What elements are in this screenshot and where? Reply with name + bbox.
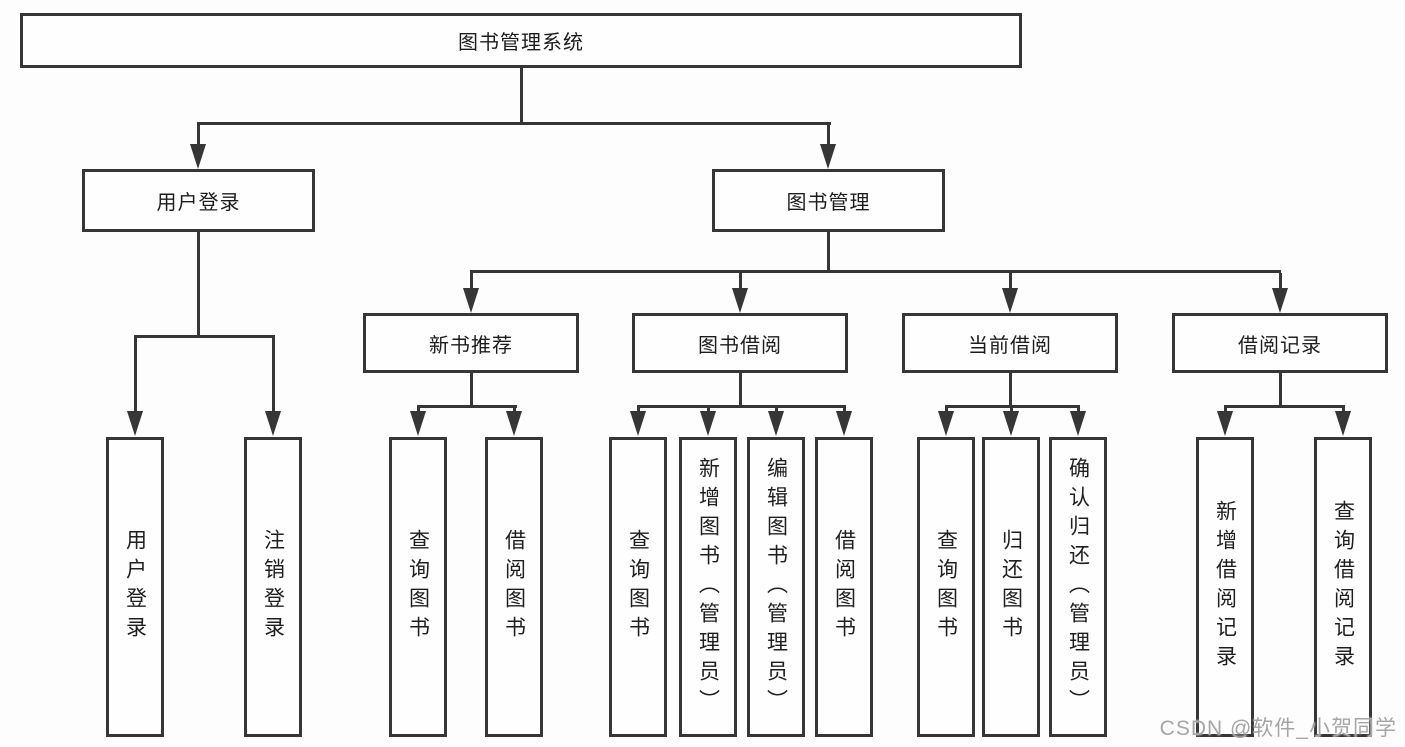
arrowhead-icon (506, 411, 522, 436)
node-label: 归还图书 (999, 529, 1023, 645)
leaf-query-books-current: 查询图书 (917, 437, 975, 737)
leaf-user-login: 用户登录 (106, 437, 164, 737)
arrowhead-icon (1335, 411, 1351, 436)
arrowhead-icon (1002, 288, 1018, 313)
connector-line (1279, 373, 1282, 408)
connector-line (827, 232, 830, 273)
connector-line (197, 232, 200, 338)
arrowhead-icon (127, 411, 143, 436)
connector-line (417, 405, 517, 408)
leaf-query-borrow-record: 查询借阅记录 (1314, 437, 1372, 737)
node-label: 新增借阅记录 (1213, 500, 1237, 674)
node-label: 新增图书（管理员） (696, 456, 720, 718)
connector-line (520, 68, 523, 125)
watermark: CSDN @软件_小贺同学 (1159, 717, 1397, 740)
arrowhead-icon (265, 411, 281, 436)
connector-line (197, 125, 200, 147)
node-label: 确认归还（管理员） (1066, 456, 1090, 718)
arrowhead-icon (820, 144, 836, 169)
arrowhead-icon (630, 411, 646, 436)
arrowhead-icon (1003, 411, 1019, 436)
node-label: 查询图书 (406, 529, 430, 645)
connector-line (1009, 273, 1012, 291)
connector-line (470, 270, 1281, 273)
connector-line (470, 373, 473, 408)
leaf-return-books: 归还图书 (982, 437, 1040, 737)
node-book-management: 图书管理 (712, 169, 945, 232)
leaf-borrow-books-recommend: 借阅图书 (485, 437, 543, 737)
node-label: 借阅图书 (502, 529, 526, 645)
node-label: 借阅记录 (1238, 334, 1322, 357)
leaf-query-books-borrowing: 查询图书 (609, 437, 667, 737)
node-label: 查询图书 (626, 529, 650, 645)
node-borrowing-records: 借阅记录 (1172, 313, 1388, 373)
node-label: 用户登录 (123, 529, 147, 645)
arrowhead-icon (1217, 411, 1233, 436)
arrowhead-icon (768, 411, 784, 436)
node-label: 图书管理 (786, 192, 871, 214)
arrowhead-icon (836, 411, 852, 436)
node-label: 图书借阅 (698, 334, 782, 357)
arrowhead-icon (938, 411, 954, 436)
leaf-add-borrow-record: 新增借阅记录 (1196, 437, 1254, 737)
node-label: 查询图书 (934, 529, 958, 645)
connector-line (827, 125, 830, 147)
leaf-query-books-recommend: 查询图书 (389, 437, 447, 737)
leaf-edit-books-admin: 编辑图书（管理员） (747, 437, 805, 737)
connector-line (637, 405, 846, 408)
node-label: 查询借阅记录 (1331, 500, 1355, 674)
leaf-add-books-admin: 新增图书（管理员） (679, 437, 737, 737)
arrowhead-icon (190, 144, 206, 169)
node-label: 用户登录 (156, 192, 241, 214)
connector-line (470, 273, 473, 291)
leaf-borrow-books: 借阅图书 (815, 437, 873, 737)
connector-line (1009, 373, 1012, 408)
node-label: 编辑图书（管理员） (764, 456, 788, 718)
leaf-logout: 注销登录 (244, 437, 302, 737)
arrowhead-icon (700, 411, 716, 436)
connector-line (134, 335, 275, 338)
connector-line (739, 273, 742, 291)
connector-line (1224, 405, 1345, 408)
arrowhead-icon (1272, 288, 1288, 313)
arrowhead-icon (463, 288, 479, 313)
node-label: 当前借阅 (968, 334, 1052, 357)
connector-line (1279, 273, 1282, 291)
node-label: 注销登录 (261, 529, 285, 645)
connector-line (272, 338, 275, 415)
connector-line (197, 122, 831, 125)
arrowhead-icon (1070, 411, 1086, 436)
connector-line (134, 338, 137, 415)
node-book-borrowing: 图书借阅 (632, 313, 848, 373)
node-user-login: 用户登录 (82, 169, 315, 232)
node-current-borrowing: 当前借阅 (902, 313, 1118, 373)
connector-line (945, 405, 1080, 408)
node-library-management-system: 图书管理系统 (20, 13, 1022, 68)
node-new-book-recommend: 新书推荐 (363, 313, 579, 373)
arrowhead-icon (732, 288, 748, 313)
node-label: 借阅图书 (832, 529, 856, 645)
arrowhead-icon (410, 411, 426, 436)
node-label: 新书推荐 (429, 334, 513, 357)
connector-line (739, 373, 742, 408)
node-label: 图书管理系统 (458, 32, 584, 54)
leaf-confirm-return-admin: 确认归还（管理员） (1049, 437, 1107, 737)
